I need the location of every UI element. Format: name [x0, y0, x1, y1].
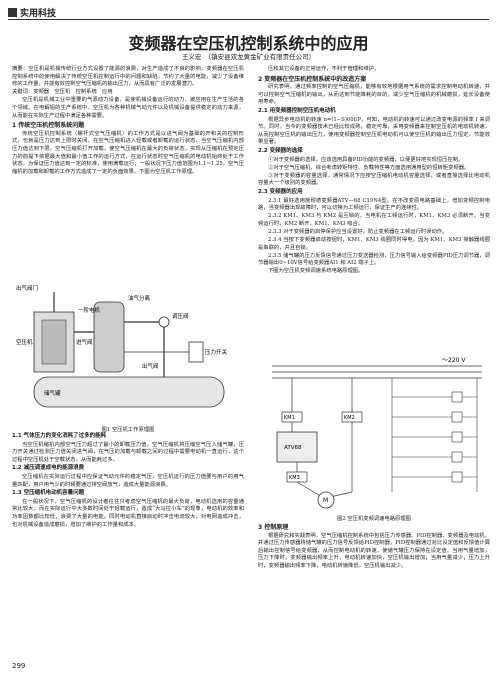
label-km2: KM2 [344, 415, 355, 421]
air-tank [33, 376, 225, 408]
heading-2-2: 2.2 变频器的选择 [258, 147, 303, 154]
wire-motor-1 [296, 481, 323, 498]
label-pressure-regulator: 调压阀 [172, 312, 189, 320]
paragraph-1-1: 当空压机缩机内部空气压力超过了最小的卸载压力值，空气压缩机将压缩空气压入储气罐，… [12, 441, 244, 463]
label-screw-motor: 一阶电机 [78, 306, 101, 314]
label-inlet: 出气阀门 [16, 284, 38, 292]
figure-1-caption: 图1 空压机工作原理图 [101, 427, 155, 433]
section-label: 实用科技 [20, 9, 57, 19]
heading-2: 2 变频器在空压机控制系统中的改造方案 [258, 75, 367, 83]
heading-3: 3 控制原理 [258, 524, 289, 531]
paragraph-2-3-2: 2.3.2 KM1、KM3 与 KM2 是互锁的，当电机在工频运行时，KM1、K… [258, 213, 490, 227]
heading-1-1: 1.1 气体压力的变化消耗了过多的能耗 [12, 433, 107, 439]
oil-separator-tank [93, 301, 125, 373]
paragraph-3: 根据研究和实践表明，空气压缩机控制系统中包括压力传感器、PID控制器、变频器及电… [258, 532, 490, 569]
relay-coil-3-icon [451, 431, 463, 443]
wire-motor-2 [329, 491, 353, 498]
paragraph-2-1: 根据异步电动机的转速 n=(1−S)60f/P，可知，电动机的转速可以通过改变电… [258, 116, 490, 146]
paragraph-cont: 压和其它设备的正常运作，不利于管理和维护。 [268, 66, 380, 72]
paragraph-2-2a: ①对于变频器的选择，应该选用具备PID功能的变频器，以便更好地实现恒压控制。 [268, 156, 464, 163]
label-intake-valve: 进气阀 [76, 338, 93, 346]
motor-icon [317, 491, 335, 509]
heading-2-1: 2.1 用变频器控制空压机电动机 [258, 107, 336, 114]
relay-coil-5-icon [451, 471, 463, 483]
heading-1-3: 1.3 空压缩机电动机容量问题 [12, 490, 85, 497]
label-air-tank: 储气罐 [44, 389, 61, 397]
paragraph-2: 研究表明，通过频率控制的空气压缩机，能够有效地根据用气系统的需求控制电动机转速，… [258, 84, 490, 106]
paragraph-2-3-1: 2.3.1 最好选用施耐德变频器ATV—68 C19N4型。在不改变原电路基础上… [258, 197, 490, 212]
article-title: 变频器在空压机控制系统中的应用 [128, 34, 369, 53]
section-header: 实用科技 [8, 6, 489, 20]
paragraph-1: 传统空压机控制系统（螺杆式空气压缩机）的工作方式是以进气阀为基础的开和关的控制形… [12, 130, 244, 175]
abstract: 摘要：空压机是机械传统行业方式设置了能源的浪费，对生产造成了不良的影响，变频器在… [12, 66, 244, 88]
page-number: 299 [12, 662, 26, 670]
paragraph-2-3-5: 2.3.5 储气罐的压力反馈信号通过压力变送器检测，压力信号输入给变频器PID压… [258, 252, 490, 267]
label-outlet-valve: 出气阀 [142, 362, 159, 370]
right-column-bottom: 3 控制原理 根据研究和实践表明，空气压缩机控制系统中包括压力传感器、PID控制… [258, 522, 490, 571]
paragraph-2-3-4: 2.3.4 当按下变频器启动按钮时，KM1、KM3 线圈同时得电，因为 KM1、… [258, 236, 490, 251]
relay-coil-2-icon [451, 411, 463, 423]
section-square-icon [8, 8, 17, 17]
left-column-top: 摘要：空压机是机械传统行业方式设置了能源的浪费，对生产造成了不良的影响，变频器在… [12, 66, 244, 177]
label-compressor: 空压机 [16, 338, 33, 346]
relay-coil-1-icon [451, 391, 463, 403]
pressure-regulator-icon [158, 316, 170, 328]
keywords: 关键词：变频器 空压机 控制系统 应用 [12, 89, 113, 96]
label-supply: ～220 V [442, 357, 466, 364]
paragraph-1-2: 空压缩机在实际运行过程中应保证气动元件的稳定气压，空压机运行的压力值要与用户的用… [12, 473, 244, 488]
paragraph-2-3-3: 2.3.3 对于变频器的启停保护应当设置好，防止变频器在工频运行时误动作。 [268, 228, 448, 235]
article-byline: 王义宏 （镇安县双龙黄金矿业有限责任公司） [181, 53, 316, 61]
heading-2-3: 2.3 变频器的应用 [258, 188, 303, 195]
vfd-box [276, 431, 318, 463]
right-column-top: 压和其它设备的正常运作，不利于管理和维护。 2 变频器在空压机控制系统中的改造方… [258, 66, 490, 276]
paragraph-1-3: 在一般状况下，空气压缩机的设计者往往只考虑空气压缩机的最大负荷，电动机选用的容量… [12, 498, 244, 528]
screw-rotor [41, 319, 67, 365]
label-vfd: ATV68 [284, 445, 302, 451]
intro-paragraph: 空压机是机械工业中重要的气源动力设备，是使机械设备运行的动力，被应用在生产生活的… [12, 97, 244, 119]
paragraph-figure-ref: 下图为空压机变频调速系统电路原理图。 [268, 268, 364, 275]
circuit-diagram: ～220 V KM1 KM2 ATV68 KM3 M [272, 357, 482, 509]
label-oil-separator: 油气分离 [128, 294, 151, 302]
left-column-bottom: 1.1 气体压力的变化消耗了过多的能耗 当空压机缩机内部空气压力超过了最小的卸载… [12, 432, 244, 530]
paragraph-2-2b: ②对于空气压缩机，综合考虑转矩特性、负载特性等方面选用通用型的恒转矩变频器。 [268, 164, 470, 171]
pressure-switch-icon [188, 341, 204, 363]
label-pressure-switch: 压力开关 [205, 348, 228, 356]
paragraph-2-2c: ③对于变频器的容量选择，通常情况下应按空压缩机电动机容量选择，或者直接选择比电动… [258, 172, 490, 187]
label-km3: KM3 [289, 475, 300, 481]
compressor-diagram: 出气阀门 一阶电机 空压机 进气阀 油气分离 调压阀 压力开关 出气阀 储气罐 [16, 284, 228, 408]
label-km1: KM1 [284, 415, 295, 421]
figure-2-caption: 图2 空压机变频调速电路原理图 [337, 516, 411, 522]
heading-1-2: 1.2 减压调速成电的能源浪费 [12, 465, 85, 472]
heading-1: 1 传统空压机控制系统问题 [12, 122, 85, 130]
label-motor: M [323, 497, 328, 504]
relay-coil-4-icon [451, 451, 463, 463]
